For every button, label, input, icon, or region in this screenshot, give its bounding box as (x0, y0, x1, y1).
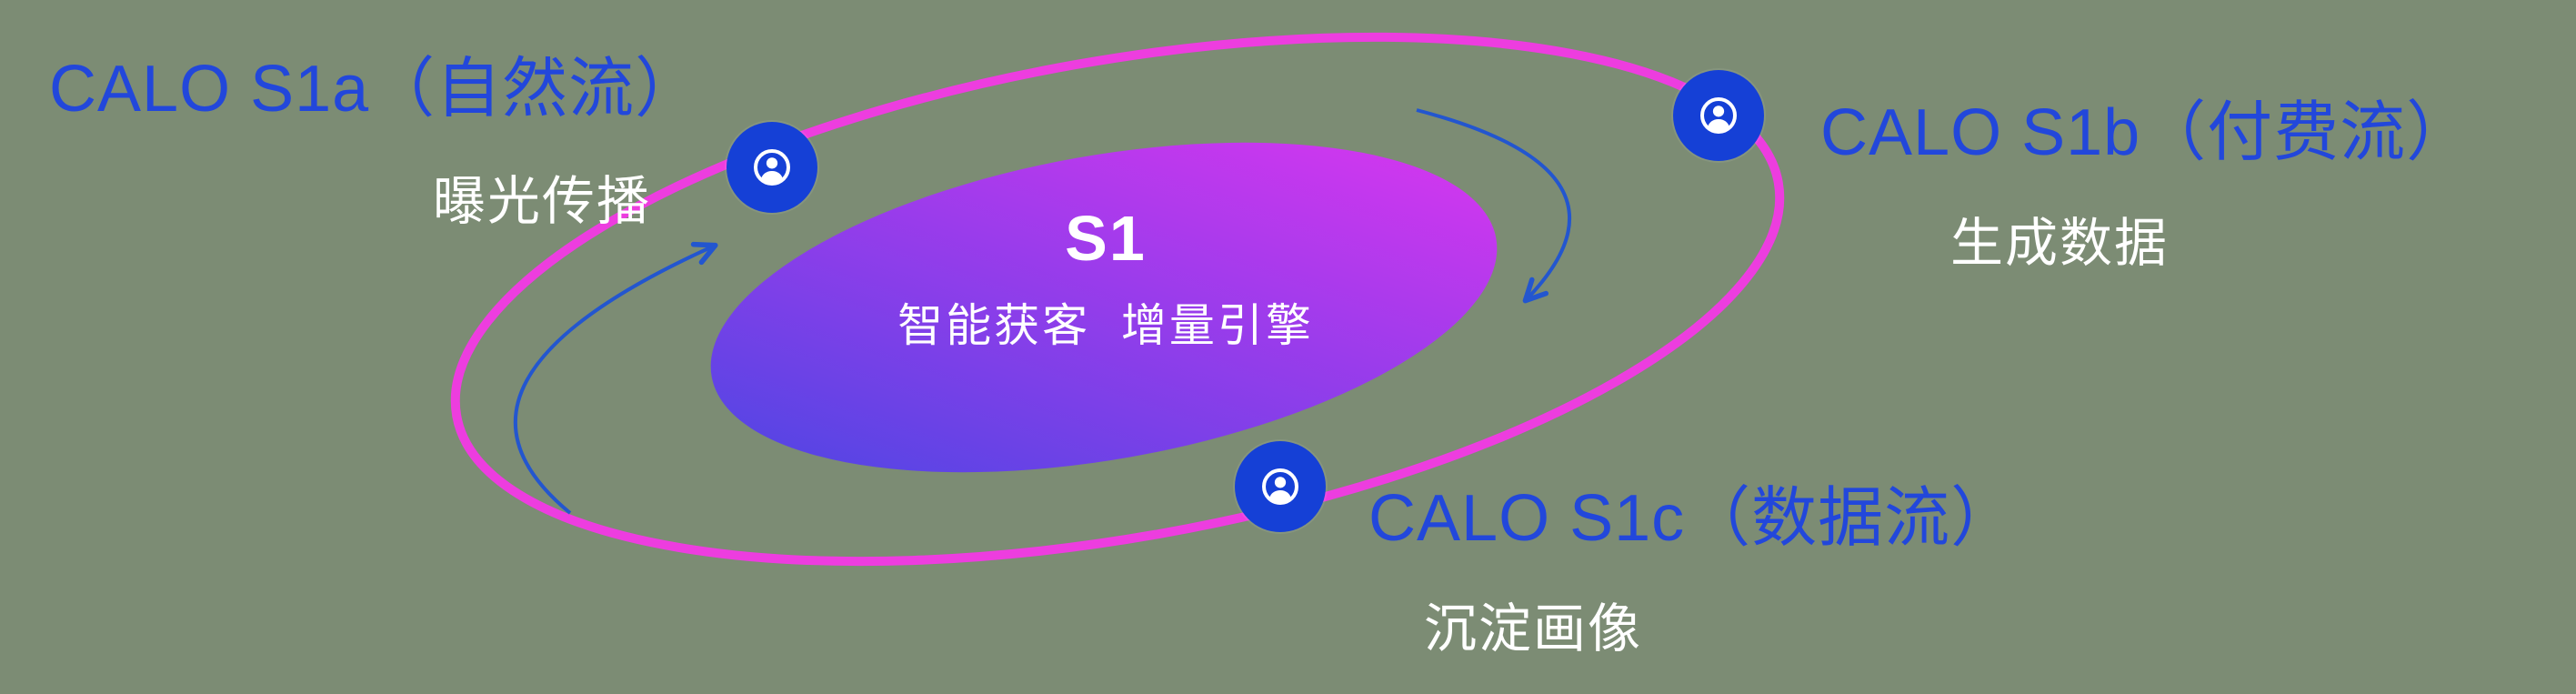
user-circle-icon (1235, 441, 1326, 532)
node-s1a-subtitle: 曝光传播 (433, 172, 652, 231)
core-subtitle: 智能获客 增量引擎 (897, 299, 1314, 351)
user-circle-icon (1673, 70, 1764, 161)
core-ellipse (710, 142, 1498, 473)
node-s1b-subtitle: 生成数据 (1950, 214, 2170, 273)
arrow-left-icon (513, 241, 718, 515)
person-glyph (1700, 97, 1737, 134)
user-circle-icon (727, 122, 817, 213)
person-glyph (754, 149, 790, 186)
arrow-right-icon (1416, 108, 1572, 304)
node-s1c-subtitle: 沉淀画像 (1424, 599, 1643, 659)
node-s1a-title: CALO S1a（自然流） (49, 53, 702, 126)
orbit-ring (450, 32, 1785, 567)
node-s1c-title: CALO S1c（数据流） (1368, 482, 2018, 555)
core-label: S1 智能获客 增量引擎 (897, 203, 1314, 355)
node-s1b-title: CALO S1b（付费流） (1820, 96, 2473, 169)
core-title: S1 (1065, 203, 1147, 274)
person-glyph (1262, 468, 1298, 505)
